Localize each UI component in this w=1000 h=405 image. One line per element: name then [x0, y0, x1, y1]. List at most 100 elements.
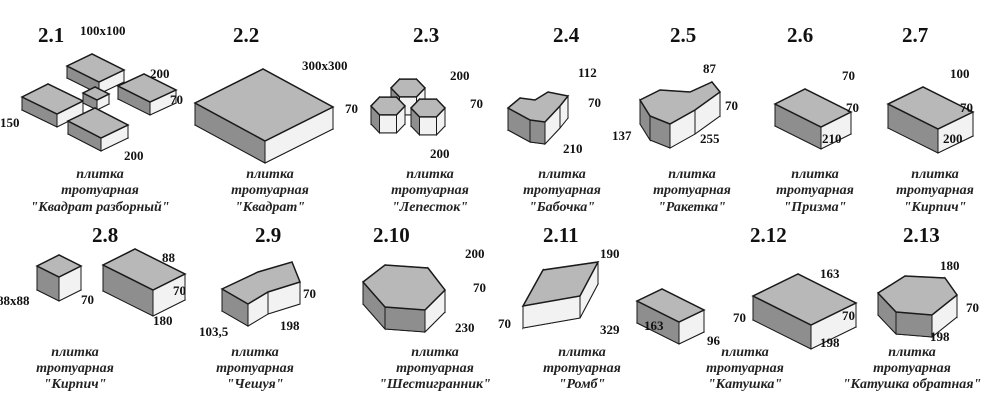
tile-number: 2.10 [373, 223, 410, 247]
tile-drawing [886, 86, 975, 154]
tile-caption-line: плитка [721, 345, 768, 360]
dimension-label: 230 [455, 320, 475, 335]
tile-drawing [638, 80, 722, 149]
dimension-label: 96 [707, 333, 721, 348]
tile-caption-line: плитка [538, 167, 585, 182]
dimension-label: 200 [465, 246, 485, 261]
tile-drawing [361, 263, 446, 334]
tile-item-2-10: 2.1020070230плиткатротуарная"Шестигранни… [361, 223, 491, 392]
tile-caption-line: плитка [406, 167, 453, 182]
tile-number: 2.5 [670, 23, 696, 47]
tile-caption-line: тротуарная [36, 361, 114, 376]
tile-caption-line: плитка [888, 345, 935, 360]
dimension-label: 210 [563, 141, 583, 156]
dimension-label: 70 [173, 283, 186, 298]
tile-caption-line: тротуарная [776, 183, 854, 198]
tile-drawing [635, 273, 858, 350]
dimension-label: 200 [430, 146, 450, 161]
tile-caption-line: плитка [231, 345, 278, 360]
tile-number: 2.6 [787, 23, 813, 47]
tile-caption-line: тротуарная [896, 183, 974, 198]
dimension-label: 100x100 [80, 23, 126, 38]
dimension-label: 70 [733, 310, 746, 325]
dimension-label: 103,5 [199, 324, 229, 339]
dimension-label: 70 [81, 292, 94, 307]
tile-caption-line: тротуарная [543, 361, 621, 376]
dimension-label: 163 [820, 266, 840, 281]
tile-caption-line: "Призма" [784, 200, 847, 215]
tile-drawing [876, 275, 959, 339]
dimension-label: 70 [960, 100, 973, 115]
dimension-label: 70 [588, 95, 601, 110]
dimension-label: 255 [700, 131, 720, 146]
dimension-label: 70 [846, 100, 859, 115]
dimension-label: 88x88 [0, 293, 30, 308]
dimension-label: 200 [943, 131, 963, 146]
dimension-label: 70 [725, 98, 738, 113]
dimension-label: 180 [940, 258, 960, 273]
tile-caption-line: плитка [911, 167, 958, 182]
dimension-label: 88 [162, 250, 176, 265]
tile-caption-line: "Катушка" [708, 377, 782, 392]
dimension-label: 137 [612, 128, 632, 143]
tile-number: 2.1 [38, 23, 64, 47]
dimension-label: 70 [345, 101, 358, 116]
tile-number: 2.2 [233, 23, 259, 47]
tile-caption-line: "Шестигранник" [379, 377, 491, 392]
dimension-label: 70 [498, 316, 511, 331]
tile-drawing [20, 53, 178, 152]
dimension-label: 70 [966, 300, 979, 315]
dimension-label: 112 [578, 65, 597, 80]
tile-caption-line: "Лепесток" [392, 200, 468, 215]
dimension-label: 329 [600, 322, 620, 337]
tile-caption-line: тротуарная [523, 183, 601, 198]
tile-caption-line: плитка [76, 167, 123, 182]
dimension-label: 70 [842, 308, 855, 323]
tile-drawing [35, 248, 187, 317]
tile-number: 2.11 [543, 223, 579, 247]
tile-item-2-12: 2.12163709616370198плиткатротуарная"Кату… [635, 223, 858, 392]
tile-caption-line: "Квадрат разборный" [30, 200, 169, 215]
dimension-label: 210 [822, 131, 842, 146]
tile-caption-line: плитка [558, 345, 605, 360]
tile-caption-line: плитка [246, 167, 293, 182]
tile-caption-line: тротуарная [873, 361, 951, 376]
tile-number: 2.3 [413, 23, 439, 47]
tile-caption-line: "Квадрат" [235, 200, 305, 215]
tile-number: 2.7 [902, 23, 928, 47]
tile-number: 2.13 [903, 223, 940, 247]
tile-drawing [521, 261, 600, 330]
tile-caption-line: тротуарная [231, 183, 309, 198]
dimension-label: 200 [124, 148, 144, 163]
tile-drawing [369, 77, 447, 137]
tile-caption-line: плитка [411, 345, 458, 360]
tile-caption-line: "Катушка обратная" [843, 377, 982, 392]
tile-number: 2.4 [553, 23, 580, 47]
tile-caption-line: тротуарная [391, 183, 469, 198]
dimension-label: 70 [842, 68, 855, 83]
tile-caption-line: "Ракетка" [658, 200, 726, 215]
dimension-label: 70 [170, 92, 183, 107]
tile-number: 2.9 [255, 223, 281, 247]
dimension-label: 190 [600, 246, 620, 261]
dimension-label: 70 [470, 96, 483, 111]
dimension-label: 70 [303, 286, 316, 301]
tile-caption-line: "Ромб" [559, 377, 606, 392]
dimension-label: 198 [820, 335, 840, 350]
dimension-label: 163 [644, 318, 664, 333]
tile-caption-line: тротуарная [216, 361, 294, 376]
dimension-label: 300x300 [302, 58, 348, 73]
tile-caption-line: тротуарная [396, 361, 474, 376]
tile-caption-line: тротуарная [653, 183, 731, 198]
tile-number: 2.8 [92, 223, 118, 247]
tile-caption-line: плитка [668, 167, 715, 182]
dimension-label: 100 [950, 66, 970, 81]
